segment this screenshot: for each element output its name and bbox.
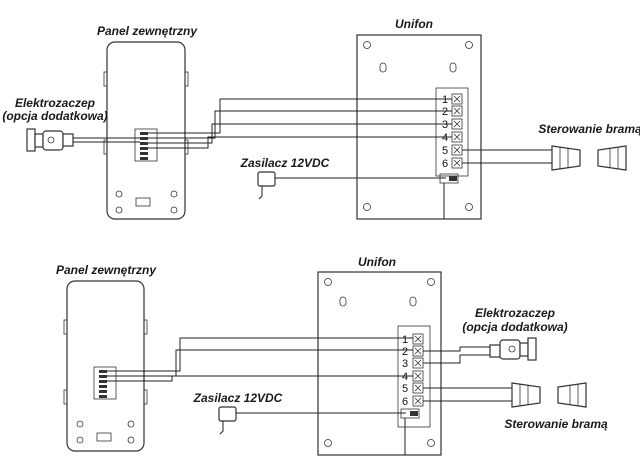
- terminal-3: 3: [442, 119, 448, 131]
- power-adapter-icon: [257, 171, 276, 200]
- terminal-1-b: 1: [402, 334, 408, 346]
- lock-label-line1-2: Elektrozaczep: [475, 306, 555, 320]
- monitor-label-2: Unifon: [358, 255, 396, 269]
- wire-4-b: [107, 375, 413, 382]
- dc-plug-icon-2: [400, 408, 420, 455]
- lock-wire-b-2: [423, 354, 490, 364]
- terminal-5: 5: [442, 145, 448, 157]
- outdoor-panel-2: [63, 280, 148, 452]
- terminal-3-b: 3: [402, 358, 408, 370]
- panel-label: Panel zewnętrzny: [97, 24, 198, 38]
- indoor-monitor: [356, 34, 482, 220]
- wire-2-b: [107, 349, 413, 377]
- diagram-top: Panel zewnętrzny Elektrozaczep (opcja do…: [2, 17, 640, 220]
- terminal-4-b: 4: [402, 371, 408, 383]
- electric-lock-icon-2: [489, 337, 537, 361]
- panel-terminal-block: [134, 128, 158, 162]
- terminal-5-b: 5: [402, 383, 408, 395]
- wire-4: [148, 136, 452, 149]
- wire-3: [148, 123, 452, 144]
- terminal-2: 2: [442, 106, 448, 118]
- panel-terminal-block-2: [93, 366, 117, 400]
- gate-label: Sterowanie bramą: [538, 122, 640, 136]
- power-adapter-icon-2: [218, 406, 237, 435]
- lock-label-line1: Elektrozaczep: [15, 96, 95, 110]
- outdoor-panel: [103, 41, 189, 220]
- indoor-monitor-2: [317, 271, 442, 456]
- terminal-2-b: 2: [402, 346, 408, 358]
- terminal-6-b: 6: [402, 396, 408, 408]
- gate-sensor-icon-2: [511, 382, 587, 408]
- terminal-6: 6: [442, 158, 448, 170]
- power-label: Zasilacz 12VDC: [240, 156, 330, 170]
- terminal-4: 4: [442, 132, 448, 144]
- lock-label-line2-2: (opcja dodatkowa): [462, 320, 567, 334]
- monitor-terminal-strip: [451, 93, 463, 169]
- electric-lock-icon: [26, 128, 74, 152]
- panel-label-2: Panel zewnętrzny: [56, 263, 157, 277]
- monitor-label: Unifon: [395, 17, 433, 31]
- gate-sensor-icon: [551, 145, 627, 171]
- terminal-1: 1: [442, 94, 448, 106]
- dc-plug-icon: [439, 173, 459, 219]
- diagram-bottom: Panel zewnętrzny Unifon 1 2 3 4 5 6: [56, 255, 608, 456]
- power-label-2: Zasilacz 12VDC: [193, 391, 283, 405]
- wire-1-b: [107, 337, 413, 372]
- gate-label-2: Sterowanie bramą: [504, 417, 608, 431]
- lock-label-line2: (opcja dodatkowa): [2, 109, 107, 123]
- lock-wire-a-2: [423, 346, 490, 352]
- wire-1: [148, 98, 452, 134]
